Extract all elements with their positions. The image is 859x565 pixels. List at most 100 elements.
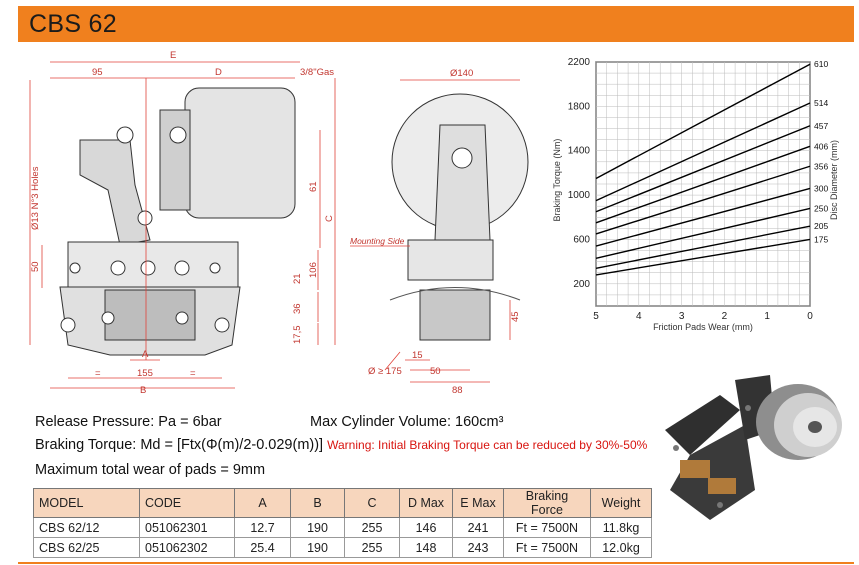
caliper-arm [79,139,151,246]
x-tick-label: 1 [764,311,770,322]
series-line [595,145,811,224]
y-tick-label: 600 [573,234,590,245]
dim-eq-left: = [95,368,101,379]
dim-17-5: 17,5 [292,326,303,345]
dim-21: 21 [292,273,303,284]
col-b: B [290,488,345,518]
y-tick-label: 1800 [568,101,591,112]
cell-e-max: 243 [452,537,504,558]
col-model: MODEL [33,488,140,518]
dim-gas: 3/8"Gas [300,67,334,78]
x-tick-label: 4 [636,311,642,322]
x-axis-label: Friction Pads Wear (mm) [653,322,753,332]
dim-88: 88 [452,385,463,396]
cell-model: CBS 62/12 [33,517,140,538]
series-label: 250 [814,203,828,213]
cell-code: 051062302 [139,537,235,558]
dim-36: 36 [292,303,303,314]
x-tick-label: 2 [722,311,728,322]
dim-disc: Ø ≥ 175 [368,366,402,377]
series-label: 356 [814,161,828,171]
x-tick-label: 5 [593,311,599,322]
series-line [595,225,811,269]
braking-torque-formula: Braking Torque: Md = [Ftx(Φ(m)/2-0.029(m… [35,437,647,453]
cell-d-max: 148 [399,537,453,558]
x-tick-label: 0 [807,311,813,322]
cell-code: 051062301 [139,517,235,538]
series-line [595,165,811,235]
series-line [595,125,811,213]
series-label: 300 [814,183,828,193]
series-label: 175 [814,234,828,244]
series-line [595,63,811,180]
dim-C: C [324,215,335,222]
dim-50-side: 50 [430,366,441,377]
series-label: 457 [814,121,828,131]
title-bar: CBS 62 [18,6,854,42]
series-label: 610 [814,59,828,69]
specification-table: MODEL CODE A B C D Max E Max Braking For… [33,488,652,558]
cylinder-body [184,87,296,219]
braking-torque-chart: Braking Torque (Nm) Friction Pads Wear (… [552,57,839,332]
table-header-row: MODEL CODE A B C D Max E Max Braking For… [33,488,652,518]
right-axis-label: Disc Diameter (mm) [829,140,839,220]
y-tick-label: 200 [573,279,590,290]
cell-a: 25.4 [234,537,291,558]
cell-weight: 12.0kg [590,537,652,558]
dim-50: 50 [30,261,41,272]
cell-braking-force: Ft = 7500N [503,517,591,538]
y-tick-label: 1400 [568,146,591,157]
table-row: CBS 62/12 051062301 12.7 190 255 146 241… [33,517,652,538]
technical-drawing: E 95 D 3/8"Gas Ø13 N°3 Holes 50 61 C 106… [29,50,529,396]
series-line [595,207,811,259]
dim-61: 61 [308,181,319,192]
dim-45: 45 [510,311,521,322]
dim-140: Ø140 [450,68,473,79]
y-axis-label: Braking Torque (Nm) [552,139,562,222]
torque-formula-text: Braking Torque: Md = [Ftx(Φ(m)/2-0.029(m… [35,437,324,453]
cell-a: 12.7 [234,517,291,538]
dim-D: D [215,67,222,78]
dim-A: A [142,349,149,360]
cell-c: 255 [344,517,400,538]
dim-E: E [170,50,176,61]
cell-braking-force: Ft = 7500N [503,537,591,558]
series-label: 514 [814,98,828,108]
series-line [595,238,811,276]
cell-weight: 11.8kg [590,517,652,538]
x-tick-label: 3 [679,311,685,322]
dim-106: 106 [308,262,319,278]
release-pressure: Release Pressure: Pa = 6bar [35,414,222,430]
dim-15: 15 [412,350,423,361]
col-c: C [344,488,400,518]
dim-B: B [140,385,146,396]
col-a: A [234,488,291,518]
cell-e-max: 241 [452,517,504,538]
col-e-max: E Max [452,488,504,518]
col-weight: Weight [590,488,652,518]
dim-95: 95 [92,67,103,78]
table-row: CBS 62/25 051062302 25.4 190 255 148 243… [33,537,652,558]
cell-model: CBS 62/25 [33,537,140,558]
dim-eq-right: = [190,368,196,379]
max-cylinder-volume: Max Cylinder Volume: 160cm³ [310,414,504,430]
cell-b: 190 [290,537,345,558]
product-photo [665,375,842,520]
col-d-max: D Max [399,488,453,518]
y-tick-label: 2200 [568,57,591,68]
series-line [595,187,811,247]
max-wear: Maximum total wear of pads = 9mm [35,462,266,478]
cell-d-max: 146 [399,517,453,538]
y-tick-label: 1000 [568,190,591,201]
torque-warning: Warning: Initial Braking Torque can be r… [327,438,648,452]
cell-b: 190 [290,517,345,538]
dim-mounting-side: Mounting Side [350,236,405,246]
col-braking-force: Braking Force [503,488,591,518]
cell-c: 255 [344,537,400,558]
series-label: 205 [814,221,828,231]
footer-line [18,562,854,564]
series-line [595,102,811,202]
dim-155: 155 [137,368,153,379]
dim-holes: Ø13 N°3 Holes [30,166,41,230]
series-label: 406 [814,141,828,151]
